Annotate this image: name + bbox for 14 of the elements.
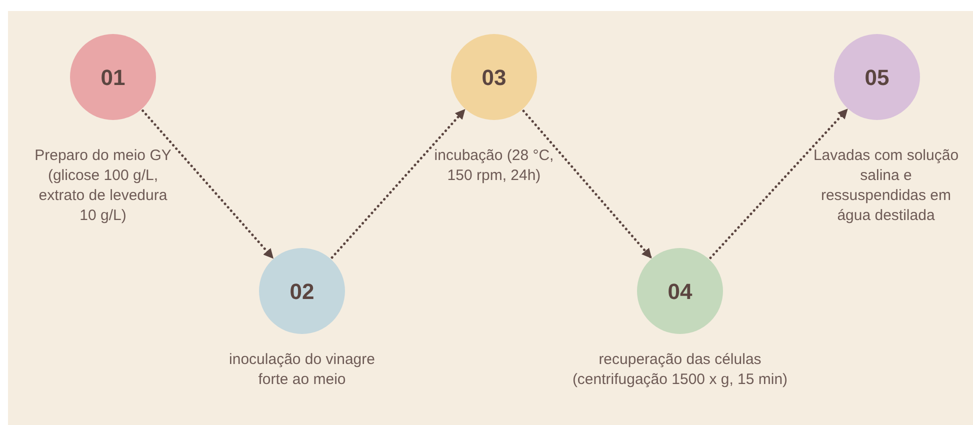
- step-number: 04: [668, 278, 692, 306]
- step-description: Lavadas com solução salina e ressuspendidas em água destilada: [812, 146, 960, 226]
- dotted-arrow: [142, 109, 274, 259]
- step-description: inoculação do vinagre forte ao meio: [228, 350, 376, 390]
- step-number: 03: [482, 64, 506, 92]
- dotted-arrow: [522, 110, 652, 259]
- step-description: Preparo do meio GY (glicose 100 g/L, extrato de levedura 10 g/L): [34, 146, 172, 226]
- dotted-arrow: [330, 109, 466, 259]
- dotted-arrow: [709, 108, 848, 260]
- step-description: recuperação das células (centrifugação 1500 x g, 15 min): [571, 350, 789, 390]
- step-description: incubação (28 °C, 150 rpm, 24h): [433, 146, 555, 186]
- step-number: 05: [864, 64, 890, 92]
- step-number: 02: [290, 278, 314, 306]
- step-number: 01: [100, 64, 126, 92]
